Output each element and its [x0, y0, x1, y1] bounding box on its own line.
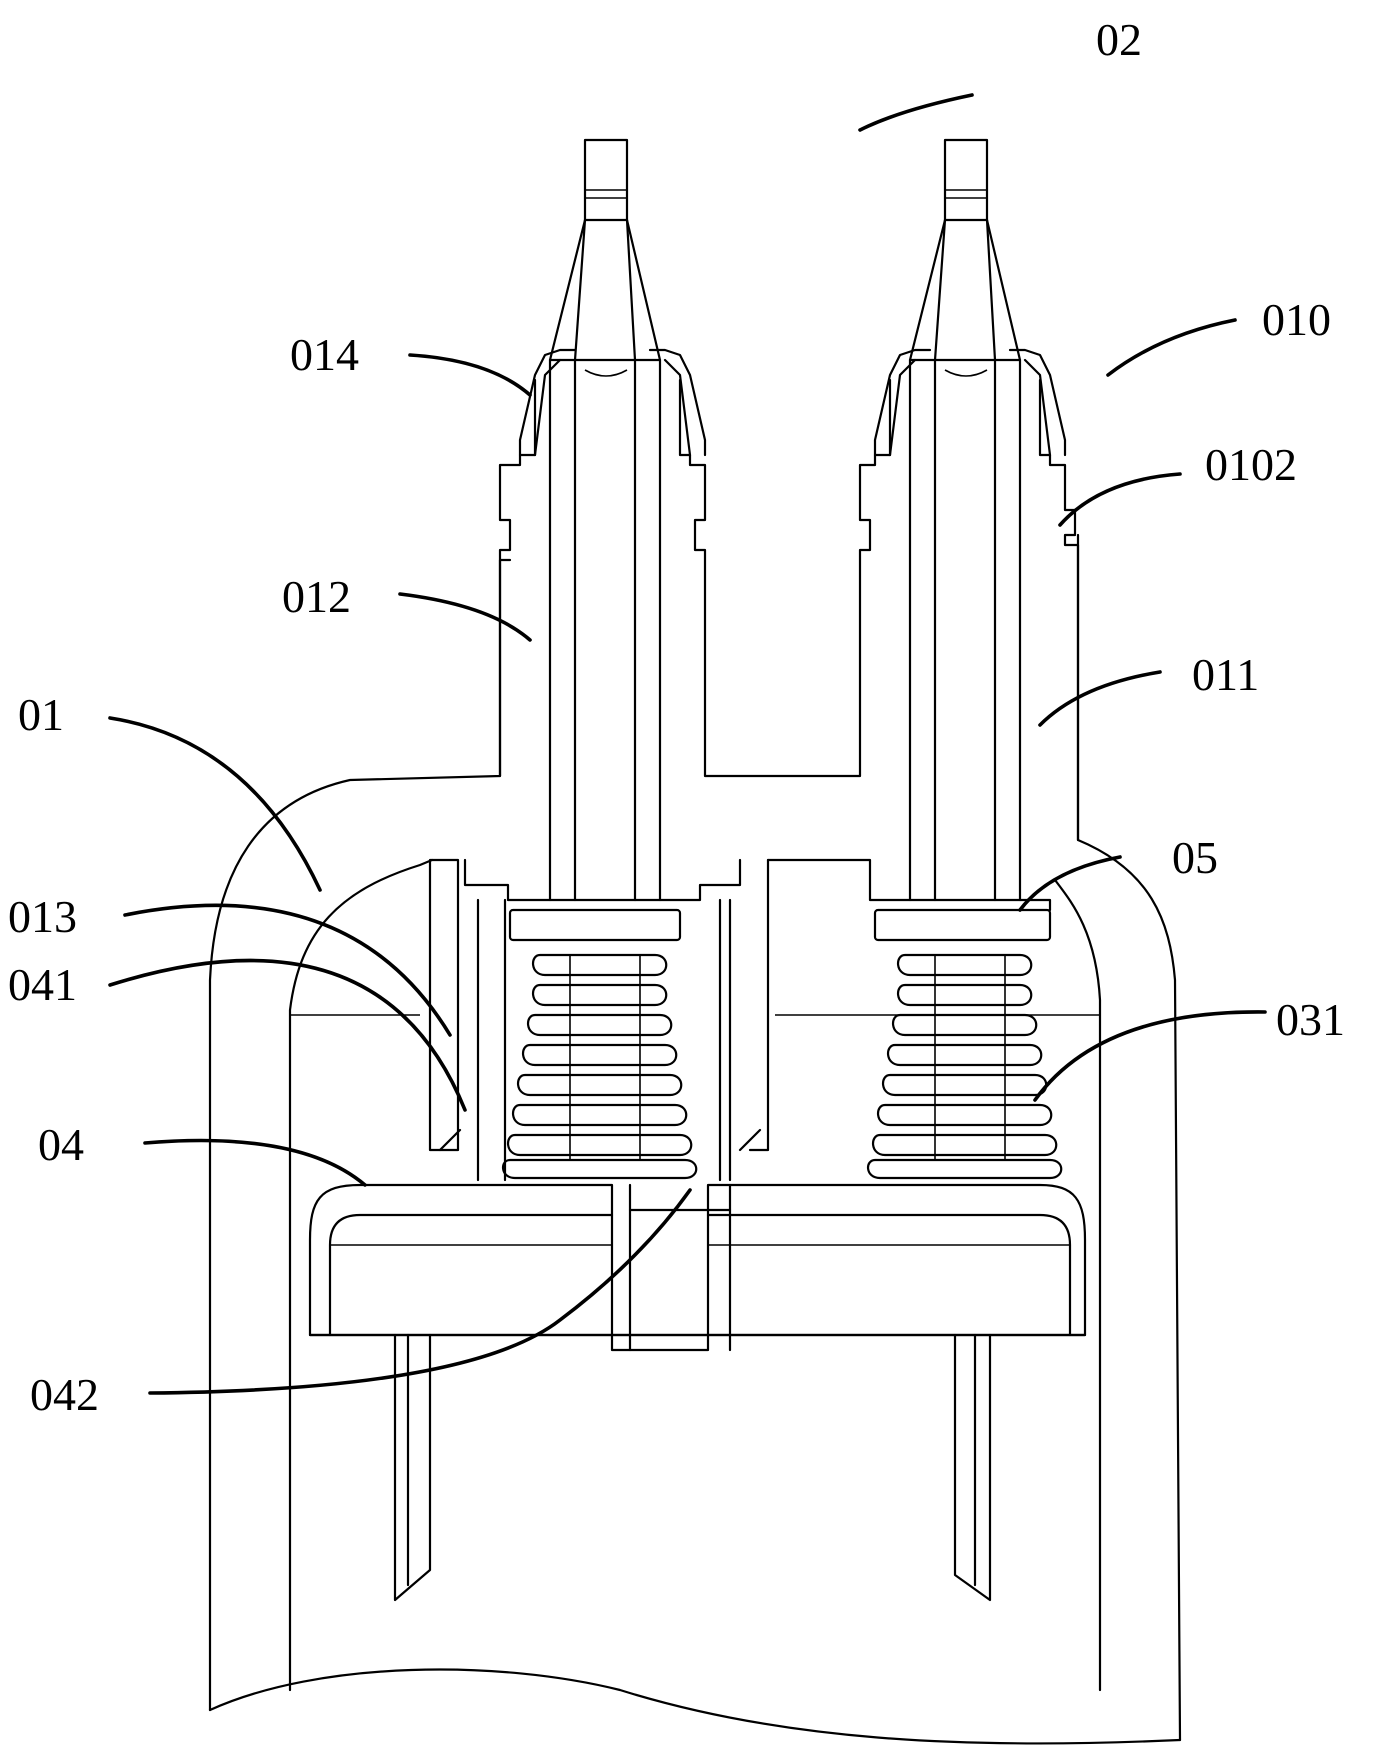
label-031: 031 — [1276, 994, 1345, 1045]
leader-lines — [108, 93, 1267, 1395]
leader-05 — [1018, 855, 1122, 912]
label-012: 012 — [282, 571, 351, 622]
leader-014 — [408, 353, 532, 397]
leader-02 — [858, 93, 974, 132]
label-014: 014 — [290, 329, 359, 380]
leader-042 — [148, 1188, 692, 1395]
label-01: 01 — [18, 689, 64, 740]
base-plate — [308, 1183, 1087, 1352]
leader-011 — [1038, 670, 1162, 727]
leader-04 — [143, 1138, 367, 1187]
label-013: 013 — [8, 891, 77, 942]
outer-housing — [208, 533, 1182, 1745]
leader-010 — [1106, 318, 1237, 377]
label-011: 011 — [1192, 649, 1259, 700]
leader-031 — [1033, 1010, 1267, 1102]
labels: 02 010 014 0102 012 011 01 05 013 041 03… — [8, 14, 1345, 1420]
inner-walls — [290, 858, 1100, 1182]
label-05: 05 — [1172, 832, 1218, 883]
label-042: 042 — [30, 1369, 99, 1420]
right-spring — [867, 953, 1063, 1180]
legs — [393, 1333, 992, 1602]
left-pin — [548, 138, 662, 902]
leader-012 — [398, 592, 532, 642]
label-04: 04 — [38, 1119, 84, 1170]
spring-seats — [508, 908, 1052, 942]
upper-body — [498, 348, 1080, 842]
label-041: 041 — [8, 959, 77, 1010]
left-spring — [502, 953, 698, 1180]
label-0102: 0102 — [1205, 439, 1297, 490]
leader-041 — [108, 958, 467, 1112]
leader-01 — [108, 716, 322, 892]
leader-013 — [123, 903, 452, 1037]
leader-0102 — [1058, 472, 1182, 527]
label-02: 02 — [1096, 14, 1142, 65]
label-010: 010 — [1262, 294, 1331, 345]
right-pin — [908, 138, 1022, 902]
